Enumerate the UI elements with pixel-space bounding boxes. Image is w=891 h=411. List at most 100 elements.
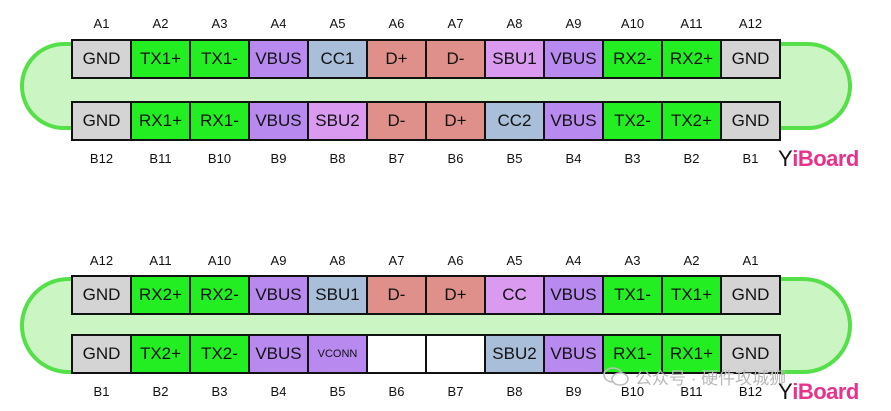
- pin-number-a2: A2: [683, 253, 700, 268]
- pin-number-b4: B4: [565, 151, 582, 166]
- pin-cell-a9: VBUS: [543, 39, 604, 79]
- pin-cell-b5: CC2: [484, 101, 545, 141]
- pin-cell-a12: GND: [71, 275, 132, 315]
- pin-cell-b6: D+: [425, 101, 486, 141]
- yiboard-logo-top: YiBoard: [778, 146, 859, 171]
- pin-cell-b2: TX2+: [130, 334, 191, 374]
- pin-cell-a1: GND: [71, 39, 132, 79]
- pin-cell-b12: GND: [720, 334, 781, 374]
- pin-cell-b4: VBUS: [543, 101, 604, 141]
- pin-number-a6: A6: [447, 253, 464, 268]
- pin-number-a4: A4: [270, 16, 287, 31]
- pin-cell-a6: D+: [425, 275, 486, 315]
- pin-number-a4: A4: [565, 253, 582, 268]
- yiboard-logo-bottom: YiBoard: [778, 379, 859, 404]
- pin-number-b8: B8: [329, 151, 346, 166]
- pin-cell-a6: D+: [366, 39, 427, 79]
- pin-cell-a8: SBU1: [307, 275, 368, 315]
- pin-cell-a2: TX1+: [130, 39, 191, 79]
- pin-cell-b10: RX1-: [189, 101, 250, 141]
- pin-number-a10: A10: [207, 253, 232, 268]
- pin-cell-a12: GND: [720, 39, 781, 79]
- pin-number-b10: B10: [207, 151, 232, 166]
- pin-number-a8: A8: [329, 253, 346, 268]
- wechat-icon: [603, 366, 629, 386]
- pin-cell-a4: VBUS: [248, 39, 309, 79]
- pin-cell-b5: VCONN: [307, 334, 368, 374]
- pin-cell-a7: D-: [425, 39, 486, 79]
- wechat-watermark: 公众号 · 硬件攻城狮: [603, 364, 786, 389]
- pin-cell-b2: TX2+: [661, 101, 722, 141]
- pin-number-a3: A3: [624, 253, 641, 268]
- pin-number-a9: A9: [565, 16, 582, 31]
- pin-cell-a9: VBUS: [248, 275, 309, 315]
- pin-cell-b4: VBUS: [248, 334, 309, 374]
- pin-cell-a2: TX1+: [661, 275, 722, 315]
- pin-number-b7: B7: [447, 384, 464, 399]
- pin-number-a11: A11: [680, 16, 703, 31]
- pin-number-b2: B2: [683, 151, 700, 166]
- pin-number-a12: A12: [738, 16, 763, 31]
- pin-number-b5: B5: [506, 151, 523, 166]
- pin-number-b12: B12: [89, 151, 114, 166]
- pin-cell-a5: CC1: [307, 39, 368, 79]
- pin-cell-b8: SBU2: [307, 101, 368, 141]
- pin-number-b11: B11: [149, 151, 172, 166]
- pin-number-a5: A5: [506, 253, 523, 268]
- pin-number-a12: A12: [89, 253, 114, 268]
- pin-cell-a4: VBUS: [543, 275, 604, 315]
- pin-cell-b6: [366, 334, 427, 374]
- pin-cell-b12: GND: [71, 101, 132, 141]
- pin-cell-b9: VBUS: [248, 101, 309, 141]
- pin-cell-b7: D-: [366, 101, 427, 141]
- pin-cell-a7: D-: [366, 275, 427, 315]
- pin-labels-a-bottom: A12 A11 A10 A9 A8 A7 A6 A5 A4 A3 A2 A1: [71, 253, 781, 268]
- pin-cell-a11: RX2+: [130, 275, 191, 315]
- pin-number-b12: B12: [738, 384, 763, 399]
- pin-number-a5: A5: [329, 16, 346, 31]
- pin-number-b4: B4: [270, 384, 287, 399]
- pin-number-a10: A10: [620, 16, 645, 31]
- pin-cell-a10: RX2-: [189, 275, 250, 315]
- pin-cell-a1: GND: [720, 275, 781, 315]
- pin-number-b8: B8: [506, 384, 523, 399]
- pin-cell-b1: GND: [71, 334, 132, 374]
- pin-cell-b3: TX2-: [189, 334, 250, 374]
- pin-number-a6: A6: [388, 16, 405, 31]
- pin-cell-b11: RX1+: [661, 334, 722, 374]
- pin-number-a9: A9: [270, 253, 287, 268]
- pin-cell-a11: RX2+: [661, 39, 722, 79]
- pin-number-b5: B5: [329, 384, 346, 399]
- pin-number-b7: B7: [388, 151, 405, 166]
- pin-number-b3: B3: [624, 151, 641, 166]
- pin-cell-b3: TX2-: [602, 101, 663, 141]
- pin-cell-b7: [425, 334, 486, 374]
- pin-cell-b11: RX1+: [130, 101, 191, 141]
- pin-number-b1: B1: [742, 151, 759, 166]
- pin-number-b11: B11: [680, 384, 703, 399]
- pin-number-a1: A1: [93, 16, 110, 31]
- pin-cell-b1: GND: [720, 101, 781, 141]
- pin-number-a7: A7: [388, 253, 405, 268]
- pin-cell-a3: TX1-: [189, 39, 250, 79]
- pin-number-a8: A8: [506, 16, 523, 31]
- pin-cell-b9: VBUS: [543, 334, 604, 374]
- pin-number-b10: B10: [620, 384, 645, 399]
- pin-number-b9: B9: [565, 384, 582, 399]
- pin-number-a11: A11: [149, 253, 172, 268]
- pin-number-a1: A1: [742, 253, 759, 268]
- pin-cell-a10: RX2-: [602, 39, 663, 79]
- pin-number-a2: A2: [152, 16, 169, 31]
- pin-number-b3: B3: [211, 384, 228, 399]
- pin-number-b6: B6: [388, 384, 405, 399]
- pin-number-a3: A3: [211, 16, 228, 31]
- pin-cell-a3: TX1-: [602, 275, 663, 315]
- pin-cell-a8: SBU1: [484, 39, 545, 79]
- pin-number-a7: A7: [447, 16, 464, 31]
- pin-cell-b8: SBU2: [484, 334, 545, 374]
